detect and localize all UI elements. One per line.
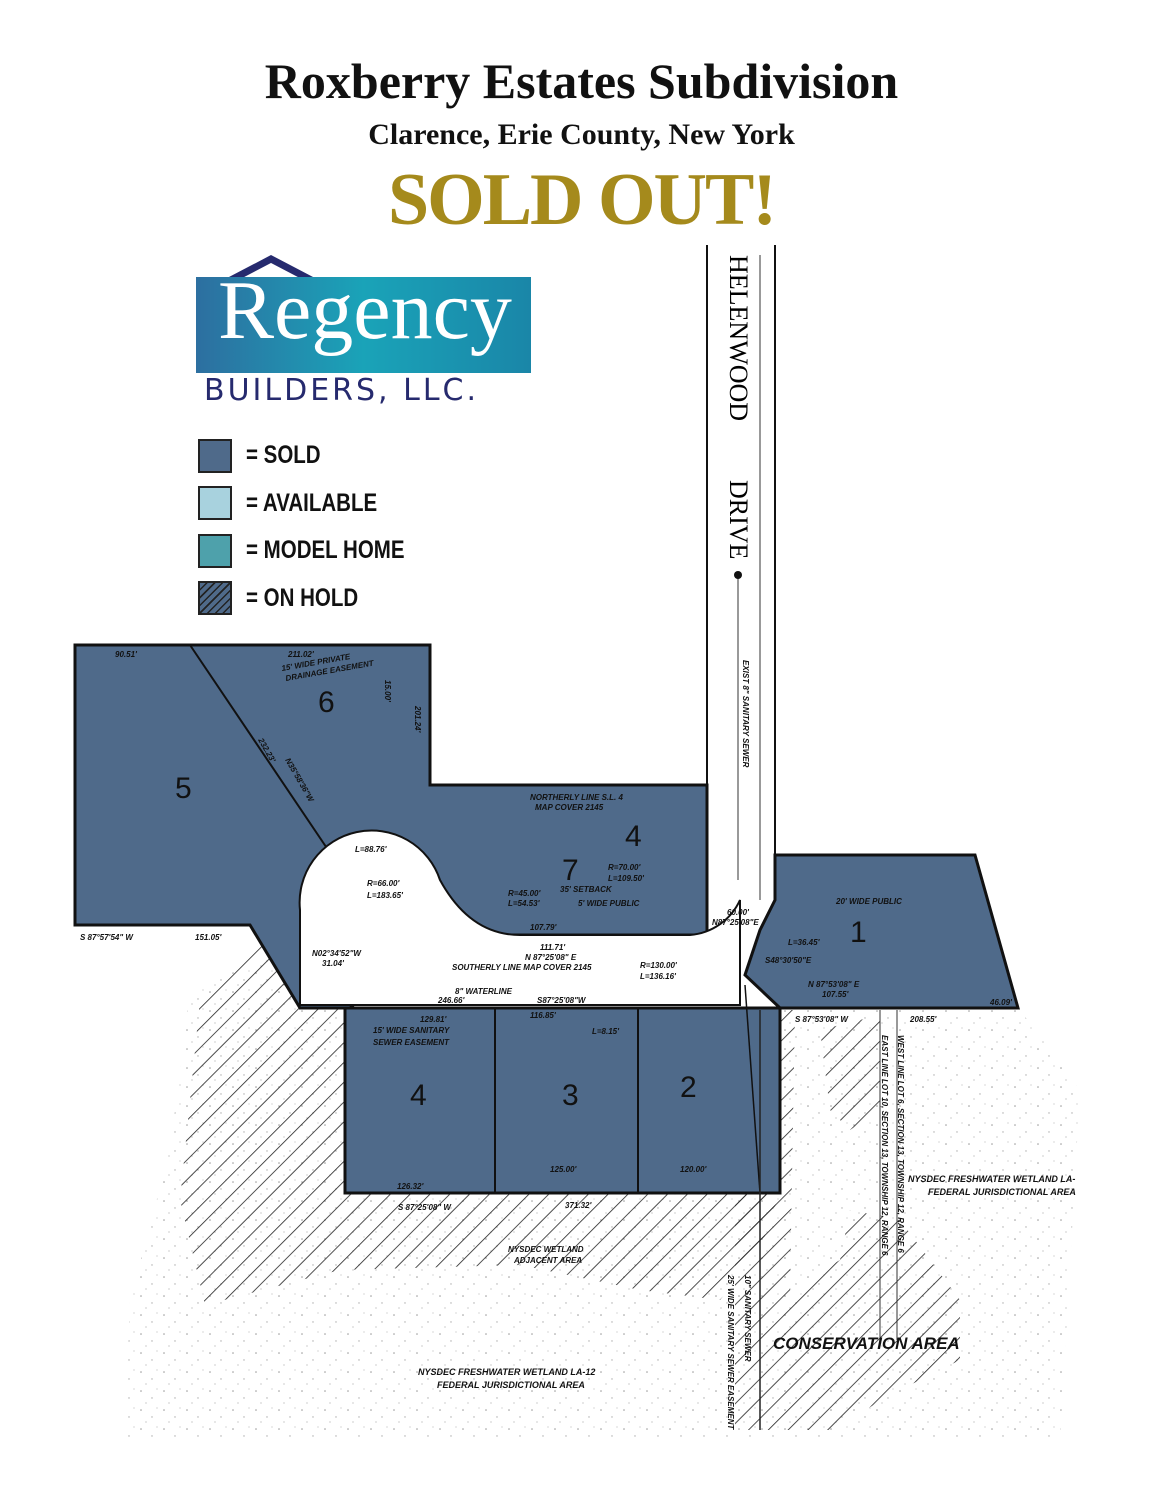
legend-item-model-home: = MODEL HOME <box>198 527 439 575</box>
dimension-label: L=136.16' <box>640 972 677 981</box>
dimension-label: L=36.45' <box>788 938 821 947</box>
dimension-label: EAST LINE LOT 10, SECTION 13, TOWNSHIP 1… <box>880 1035 889 1256</box>
adjacent-area-label-2: ADJACENT AREA <box>513 1256 582 1265</box>
dimension-label: WEST LINE LOT 6, SECTION 13, TOWNSHIP 12… <box>896 1035 905 1253</box>
lot-number-2: 2 <box>680 1071 697 1104</box>
page-title: Roxberry Estates Subdivision <box>264 53 899 109</box>
dimension-label: 111.71' <box>540 943 566 952</box>
dimension-label: 20' WIDE PUBLIC <box>835 897 902 906</box>
dimension-label: NORTHERLY LINE S.L. 4 <box>530 793 623 802</box>
dimension-label: 129.81' <box>420 1015 447 1024</box>
conservation-area-hatch <box>735 1010 960 1430</box>
dimension-label: 371.32' <box>565 1201 592 1210</box>
dimension-label: 201.24' <box>413 705 422 733</box>
cul-de-sac <box>298 829 741 1006</box>
dimension-label: S48°30'50"E <box>765 956 812 965</box>
dimension-label: S 87°57'54" W <box>80 933 134 942</box>
logo-word: Regency <box>218 264 512 357</box>
logo-subtitle: BUILDERS, LLC. <box>204 373 480 408</box>
dimension-label: L=183.65' <box>367 891 404 900</box>
dimension-label: MAP COVER 2145 <box>535 803 604 812</box>
dimension-label: S 87°53'08" W <box>795 1015 849 1024</box>
legend-item-sold: = SOLD <box>198 432 439 480</box>
dimension-label: N87°25'08"E <box>712 918 759 927</box>
dimension-label: 126.32' <box>397 1182 424 1191</box>
street-name-helenwood: HELENWOOD <box>724 255 753 421</box>
dimension-label: 46.09' <box>989 998 1013 1007</box>
dimension-label: 25' WIDE SANITARY SEWER EASEMENT <box>726 1274 735 1430</box>
dimension-label: N 87°53'08" E <box>808 980 860 989</box>
dimension-label: 31.04' <box>322 959 345 968</box>
dimension-label: 8" WATERLINE <box>455 987 513 996</box>
lot-number-4-upper: 4 <box>625 820 642 853</box>
legend-label: = AVAILABLE <box>246 488 378 517</box>
dimension-label: 208.55' <box>909 1015 937 1024</box>
dimension-label: 15' WIDE SANITARY <box>373 1026 450 1035</box>
dimension-label: L=54.53' <box>508 899 541 908</box>
helenwood-drive-road <box>706 245 776 900</box>
conservation-area-label: CONSERVATION AREA <box>773 1334 960 1353</box>
dimension-label: 151.05' <box>195 933 222 942</box>
lot-number-1: 1 <box>850 916 867 949</box>
wetland-east-label: NYSDEC FRESHWATER WETLAND LA- <box>908 1174 1075 1184</box>
wetland-label-2: FEDERAL JURISDICTIONAL AREA <box>437 1380 585 1390</box>
dimension-label: SEWER EASEMENT <box>373 1038 450 1047</box>
wetland-adjacent-area-hatch <box>180 930 780 1305</box>
legend-label: = ON HOLD <box>246 583 359 612</box>
lot-number-3: 3 <box>562 1079 579 1112</box>
lot-number-5: 5 <box>175 772 192 805</box>
dimension-label: 60.00' <box>727 908 750 917</box>
dimension-label: R=66.00' <box>367 879 400 888</box>
lot-number-4-lower: 4 <box>410 1079 427 1112</box>
hatch-strip <box>820 1015 880 1130</box>
location-subtitle: Clarence, Erie County, New York <box>368 118 795 151</box>
dimension-label: N 87°25'08" E <box>525 953 577 962</box>
wetland-label: NYSDEC FRESHWATER WETLAND LA-12 <box>418 1367 595 1377</box>
dimension-label: L=8.15' <box>592 1027 620 1036</box>
legend-label: = SOLD <box>246 441 321 470</box>
dimension-label: R=45.00' <box>508 889 541 898</box>
wetland-east-label-2: FEDERAL JURISDICTIONAL AREA <box>928 1187 1076 1197</box>
street-name-drive: DRIVE <box>724 480 753 559</box>
dimension-label: R=70.00' <box>608 863 641 872</box>
dimension-label: S 87°25'08" W <box>398 1203 452 1212</box>
dimension-label: 15.00' <box>383 680 392 703</box>
dimension-label: L=109.50' <box>608 874 645 883</box>
dimension-label: 5' WIDE PUBLIC <box>578 899 640 908</box>
dimension-label: 211.02' <box>287 650 315 659</box>
lot-1-sold <box>743 853 1020 1010</box>
adjacent-area-label: NYSDEC WETLAND <box>508 1245 584 1254</box>
legend-label: = MODEL HOME <box>246 536 405 565</box>
dimension-label: 116.85' <box>530 1011 557 1020</box>
dimension-label: L=88.76' <box>355 845 388 854</box>
dimension-label: N02°34'52"W <box>312 949 362 958</box>
sold-out-banner: SOLD OUT! <box>387 159 777 241</box>
dimension-label: 90.51' <box>115 650 138 659</box>
legend-item-available: = AVAILABLE <box>198 480 439 528</box>
legend-swatch <box>198 533 232 568</box>
dimension-label: SOUTHERLY LINE MAP COVER 2145 <box>452 963 592 972</box>
legend-swatch <box>198 486 232 521</box>
dimension-label: EXIST 8" SANITARY SEWER <box>741 660 750 768</box>
dimension-label: S87°25'08"W <box>537 996 587 1005</box>
legend: = SOLD = AVAILABLE = MODEL HOME = ON HOL… <box>198 432 439 622</box>
lot-number-7: 7 <box>562 854 579 887</box>
dimension-label: R=130.00' <box>640 961 678 970</box>
dimension-label: 246.66' <box>437 996 465 1005</box>
legend-item-on-hold: = ON HOLD <box>198 575 439 623</box>
legend-swatch <box>198 438 232 473</box>
dimension-label: 107.55' <box>822 990 849 999</box>
dimension-label: 125.00' <box>550 1165 577 1174</box>
regency-builders-logo: Regency BUILDERS, LLC. <box>196 255 531 408</box>
legend-swatch <box>198 581 232 616</box>
lots-2-3-4-sold <box>343 1006 782 1195</box>
dimension-label: 10" SANITARY SEWER <box>743 1275 752 1362</box>
lot-number-6: 6 <box>318 686 335 719</box>
dimension-label: 120.00' <box>680 1165 707 1174</box>
dimension-label: 107.79' <box>530 923 557 932</box>
dimension-label: 35' SETBACK <box>560 885 613 894</box>
